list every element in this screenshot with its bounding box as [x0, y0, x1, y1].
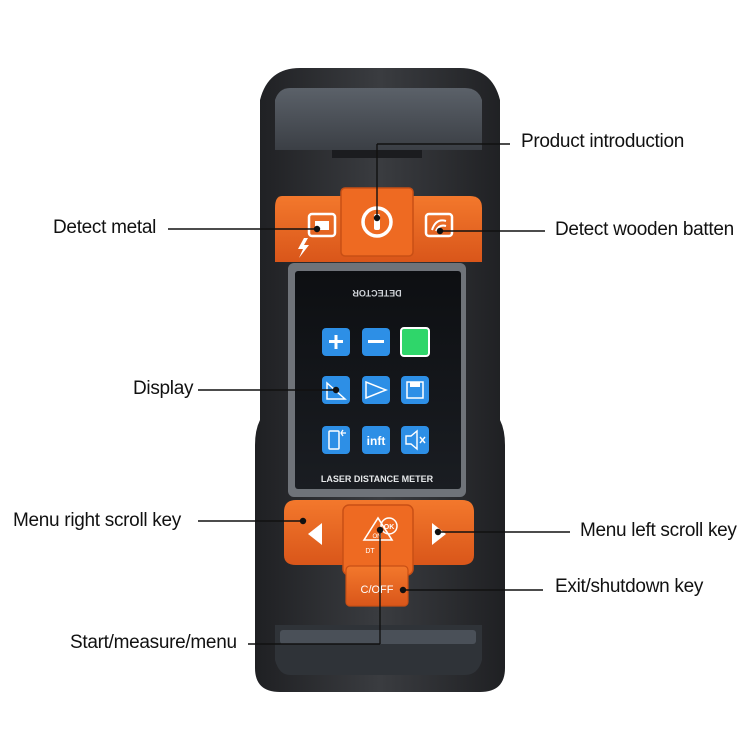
- menu-right-scroll-button[interactable]: [308, 523, 322, 545]
- callout-menu-left-scroll-key: Menu left scroll key: [580, 520, 737, 541]
- ok-label: OK: [384, 524, 395, 531]
- callout-product-introduction: Product introduction: [521, 131, 684, 152]
- lightning-icon: [298, 238, 309, 258]
- callout-display: Display: [133, 378, 194, 399]
- green-square-icon: [400, 327, 430, 357]
- wood-icon: [431, 219, 447, 231]
- left-arrow-icon: [308, 523, 322, 545]
- start-measure-button[interactable]: OK ON DT: [362, 516, 398, 555]
- exit-shutdown-button[interactable]: C/OFF: [345, 565, 409, 607]
- display-screen: DETECTOR LASER DISTANCE METER: [288, 263, 466, 497]
- minus-icon: [362, 328, 390, 356]
- screen-header: DETECTOR: [352, 288, 402, 298]
- screen-footer: LASER DISTANCE METER: [321, 474, 434, 484]
- angle-icon: [362, 376, 390, 404]
- top-sensor-window: [275, 88, 482, 150]
- callout-menu-right-scroll-key: Menu right scroll key: [13, 510, 181, 531]
- detect-wooden-batten-button[interactable]: [424, 212, 454, 238]
- callout-exit-shutdown-key: Exit/shutdown key: [555, 576, 704, 597]
- on-label: ON: [373, 534, 382, 540]
- detect-metal-button[interactable]: [298, 212, 337, 258]
- inft-icon: inft: [362, 426, 390, 454]
- measure-icon: [362, 516, 394, 541]
- c-off-label: C/OFF: [361, 584, 394, 596]
- callout-detect-wooden-batten: Detect wooden batten: [555, 219, 734, 240]
- callout-start-measure-menu: Start/measure/menu: [70, 632, 237, 653]
- plus-icon: [322, 328, 350, 356]
- metal-icon: [315, 221, 329, 230]
- mute-icon: [401, 426, 429, 454]
- memory-icon: [322, 426, 350, 454]
- ok-icon: [380, 517, 398, 535]
- save-icon: [401, 376, 429, 404]
- dt-label: DT: [365, 548, 375, 555]
- leader-lines: [168, 143, 570, 645]
- callout-detect-metal: Detect metal: [53, 217, 157, 238]
- inft-label: inft: [367, 434, 386, 448]
